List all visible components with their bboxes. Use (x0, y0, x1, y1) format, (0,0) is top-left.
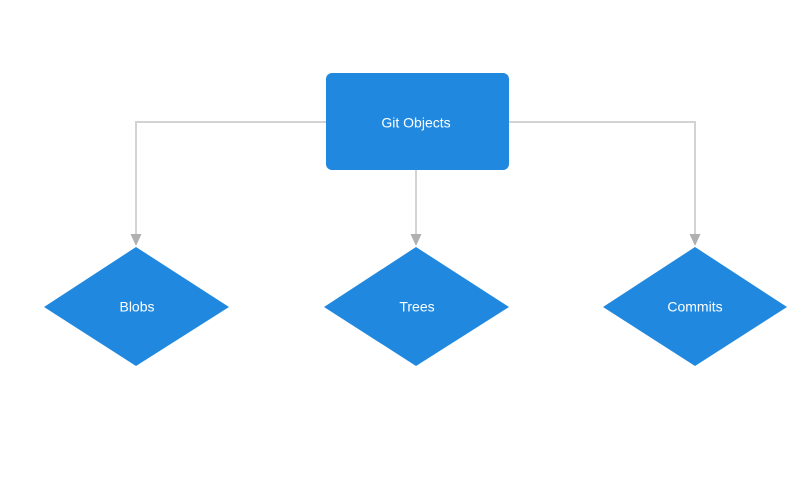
edge-git-objects-blobs-line (135, 121, 326, 234)
edge-git-objects-commits-line (509, 121, 696, 234)
edge-git-objects-commits-arrowhead (689, 234, 701, 246)
node-commits-shape[interactable] (603, 247, 787, 366)
edge-git-objects-trees-arrowhead (410, 234, 422, 246)
connectors-layer (130, 121, 701, 246)
node-trees[interactable]: Trees (324, 247, 509, 366)
edge-git-objects-blobs[interactable] (130, 121, 327, 246)
node-git-objects[interactable]: Git Objects (326, 73, 509, 170)
node-trees-shape[interactable] (324, 247, 509, 366)
node-commits[interactable]: Commits (603, 247, 787, 366)
edge-git-objects-commits[interactable] (509, 121, 701, 246)
node-git-objects-shape[interactable] (326, 73, 509, 170)
node-blobs[interactable]: Blobs (44, 247, 229, 366)
edge-git-objects-trees[interactable] (410, 170, 422, 246)
node-blobs-shape[interactable] (44, 247, 229, 366)
edge-git-objects-blobs-arrowhead (130, 234, 142, 246)
